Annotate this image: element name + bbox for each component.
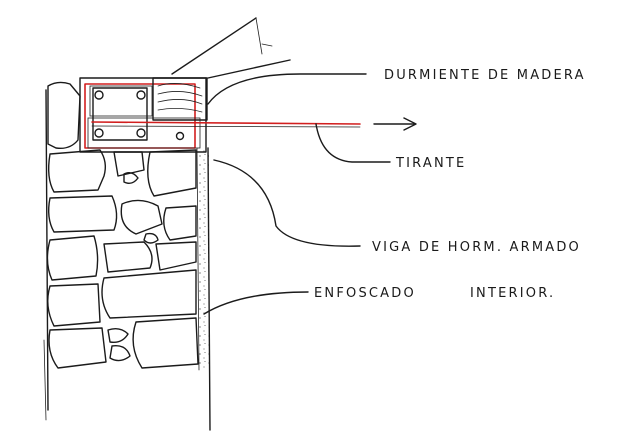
- label-tirante: TIRANTE: [395, 156, 466, 171]
- annotations: DURMIENTE DE MADERA TIRANTE VIGA DE HORM…: [314, 68, 586, 301]
- rebar-bottom-right: [136, 128, 146, 138]
- stone-blocks: [46, 81, 199, 369]
- label-enfoscado: ENFOSCADO: [314, 286, 416, 301]
- reinforced-concrete-beam: [79, 77, 207, 153]
- rebar-top-right: [136, 90, 146, 100]
- label-durmiente: DURMIENTE DE MADERA: [384, 68, 586, 83]
- tie-rod-bar: [91, 121, 361, 125]
- rebar-top-left: [94, 90, 104, 100]
- label-viga: VIGA DE HORM. ARMADO: [372, 240, 581, 255]
- timber-sill-plate: [152, 17, 291, 121]
- stone-wall: [43, 81, 211, 431]
- label-interior: INTERIOR.: [470, 286, 555, 301]
- leader-lines: [203, 73, 391, 315]
- interior-render-layer: [198, 150, 209, 368]
- rebar-bottom-left: [94, 128, 104, 138]
- tie-rod: [91, 117, 417, 131]
